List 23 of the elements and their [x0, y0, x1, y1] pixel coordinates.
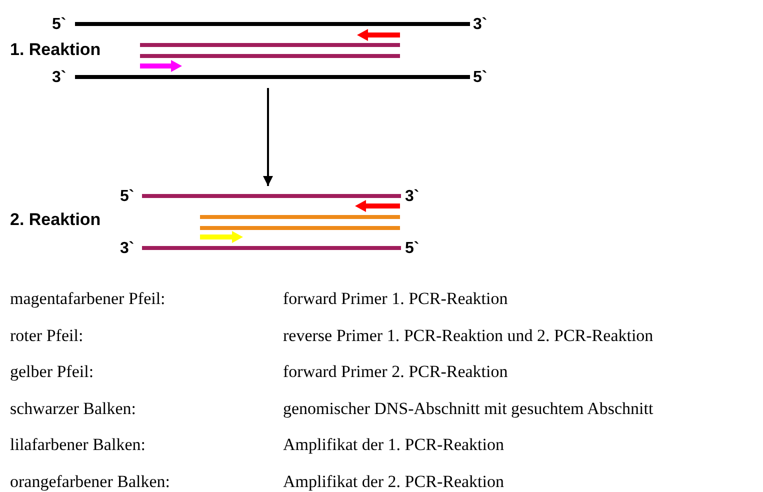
reaction-title: 2. Reaktion [10, 210, 101, 230]
strand-end-label: 3` [473, 16, 488, 34]
legend-description: Amplifikat der 1. PCR-Reaktion [283, 435, 504, 455]
legend-term: schwarzer Balken: [10, 398, 136, 418]
legend-description: forward Primer 1. PCR-Reaktion [283, 289, 508, 309]
legend-term: gelber Pfeil: [10, 362, 94, 382]
legend-term: roter Pfeil: [10, 326, 84, 346]
arrow [263, 88, 273, 186]
legend-description: Amplifikat der 2. PCR-Reaktion [283, 472, 504, 492]
legend-term: magentafarbener Pfeil: [10, 289, 166, 309]
strand-end-label: 3` [405, 188, 420, 206]
legend-description: forward Primer 2. PCR-Reaktion [283, 362, 508, 382]
strand-end-label: 5` [120, 188, 134, 206]
strand-end-label: 5` [473, 69, 488, 87]
legend-term: lilafarbener Balken: [10, 435, 146, 455]
legend-description: reverse Primer 1. PCR-Reaktion und 2. PCR-Reaktion [283, 326, 654, 346]
legend-term: orangefarbener Balken: [10, 472, 170, 492]
strand-end-label: 3` [52, 69, 66, 87]
legend-description: genomischer DNS-Abschnitt mit gesuchtem Abschnitt [283, 398, 654, 418]
strand-end-label: 5` [405, 240, 420, 258]
strand-end-label: 5` [52, 16, 66, 34]
reaction-title: 1. Reaktion [10, 40, 101, 60]
strand-end-label: 3` [120, 240, 134, 258]
